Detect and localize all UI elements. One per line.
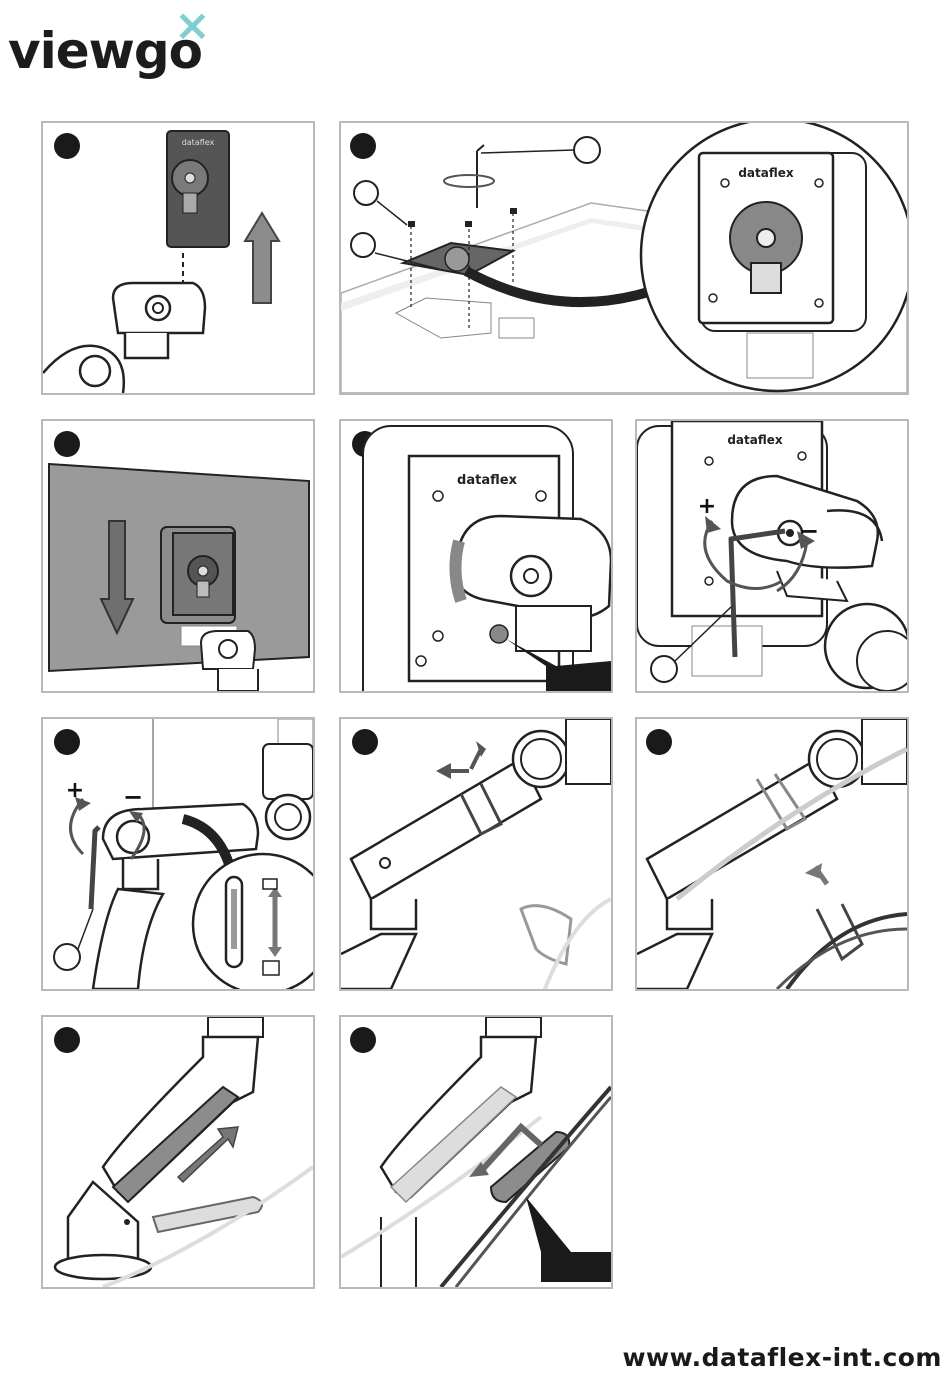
plus-sign: + — [698, 494, 716, 519]
step-6-panel: + − — [41, 717, 315, 991]
footer-url[interactable]: www.dataflex-int.com — [622, 1343, 942, 1372]
step-marker — [350, 1027, 376, 1053]
plate-brand-text: dataflex — [182, 138, 215, 147]
logo-wordmark: viewgo — [8, 22, 202, 80]
step-marker — [54, 431, 80, 457]
step-10-illustration — [341, 1017, 611, 1287]
logo-x-mark: × — [174, 0, 211, 51]
step-2-panel: dataflex — [339, 121, 909, 395]
step-8-illustration — [637, 719, 907, 989]
step-1-panel: dataflex — [41, 121, 315, 395]
viewgo-logo: viewgo × — [8, 6, 218, 76]
step-3-illustration — [43, 421, 313, 691]
step-7-illustration — [341, 719, 611, 989]
step-marker — [54, 133, 80, 159]
plate-brand-text-zoom: dataflex — [738, 166, 794, 180]
step-marker — [352, 729, 378, 755]
step-marker — [54, 1027, 80, 1053]
step-marker — [350, 133, 376, 159]
step-2-illustration: dataflex — [341, 123, 907, 393]
step-marker — [54, 729, 80, 755]
step-5-panel: dataflex + − — [635, 419, 909, 693]
step-9-illustration — [43, 1017, 313, 1287]
step-9-panel — [41, 1015, 315, 1289]
minus-sign: − — [123, 783, 143, 811]
plate-brand-text-4: dataflex — [457, 473, 518, 488]
step-6-illustration: + − — [43, 719, 313, 989]
step-8-panel — [635, 717, 909, 991]
step-marker — [646, 729, 672, 755]
step-7-panel — [339, 717, 613, 991]
step-4-panel: dataflex — [339, 419, 613, 693]
step-5-illustration: dataflex + − — [637, 421, 907, 691]
step-10-panel — [339, 1015, 613, 1289]
step-3-panel — [41, 419, 315, 693]
minus-sign: − — [799, 517, 819, 545]
step-1-illustration: dataflex — [43, 123, 313, 393]
plus-sign: + — [66, 778, 84, 803]
step-4-illustration: dataflex — [341, 421, 611, 691]
plate-brand-text-5: dataflex — [727, 433, 783, 447]
